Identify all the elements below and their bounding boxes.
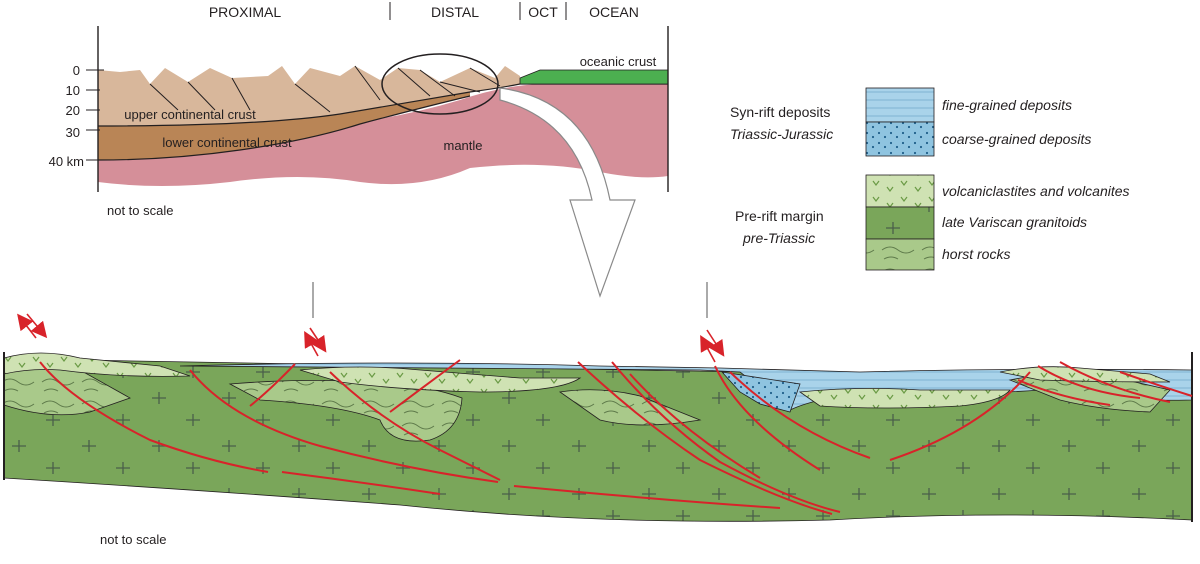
legend-horst-rocks: horst rocks — [942, 246, 1010, 262]
bottom-section-frame — [3, 352, 1193, 522]
upper-crust-label: upper continental crust — [124, 107, 256, 122]
depth-tick-10: 10 — [66, 83, 80, 98]
volcanics-right — [798, 388, 1011, 409]
crustal-cross-section: PROXIMAL DISTAL OCT OCEAN 0 10 20 30 40 … — [49, 2, 669, 218]
zone-label-distal: DISTAL — [431, 4, 479, 20]
legend-syn-rift-subtitle: Triassic-Jurassic — [730, 126, 833, 142]
zone-label-oct: OCT — [528, 4, 558, 20]
bottom-not-to-scale: not to scale — [100, 532, 167, 547]
normal-faults — [39, 359, 1193, 515]
depth-scale: 0 10 20 30 40 km — [49, 63, 104, 169]
crust-interfaces — [97, 83, 668, 161]
section-frame — [97, 26, 669, 192]
volcanics-left — [3, 352, 191, 377]
zone-label-proximal: PROXIMAL — [209, 4, 282, 20]
upper-crust-layer — [98, 66, 520, 126]
swatch-coarse-deposits — [865, 121, 935, 157]
legend-pre-rift-title: Pre-rift margin — [735, 208, 824, 224]
lower-crust-layer — [98, 92, 470, 160]
upper-crust-faults — [149, 65, 501, 113]
fault-motion-arrows — [17, 313, 725, 363]
legend-volcanics: volcaniclastites and volcanites — [942, 183, 1130, 199]
legend: Syn-rift deposits Triassic-Jurassic fine… — [730, 87, 1130, 271]
swatch-volcanics — [865, 174, 935, 208]
zoom-arrow — [499, 87, 636, 298]
depth-tick-30: 30 — [66, 125, 80, 140]
mantle-label: mantle — [443, 138, 482, 153]
legend-granitoids: late Variscan granitoids — [942, 214, 1087, 230]
detail-ellipse — [381, 53, 499, 115]
swatch-granitoids — [865, 206, 935, 240]
depth-tick-40: 40 km — [49, 154, 84, 169]
legend-coarse-deposits: coarse-grained deposits — [942, 131, 1091, 147]
legend-syn-rift-title: Syn-rift deposits — [730, 104, 830, 120]
oceanic-crust-label: oceanic crust — [580, 54, 657, 69]
legend-pre-rift-subtitle: pre-Triassic — [742, 230, 815, 246]
detailed-margin-section: not to scale — [3, 282, 1193, 547]
swatch-horst-rocks — [865, 238, 935, 271]
legend-fine-deposits: fine-grained deposits — [942, 97, 1072, 113]
zone-dividers — [389, 2, 567, 20]
lower-crust-label: lower continental crust — [162, 135, 292, 150]
depth-tick-0: 0 — [73, 63, 80, 78]
oceanic-crust-layer — [519, 69, 669, 85]
top-not-to-scale: not to scale — [107, 203, 174, 218]
zone-ticks — [312, 282, 708, 318]
zone-label-ocean: OCEAN — [589, 4, 639, 20]
swatch-fine-deposits — [865, 87, 935, 123]
volcanics-middle — [299, 366, 582, 393]
depth-tick-20: 20 — [66, 103, 80, 118]
